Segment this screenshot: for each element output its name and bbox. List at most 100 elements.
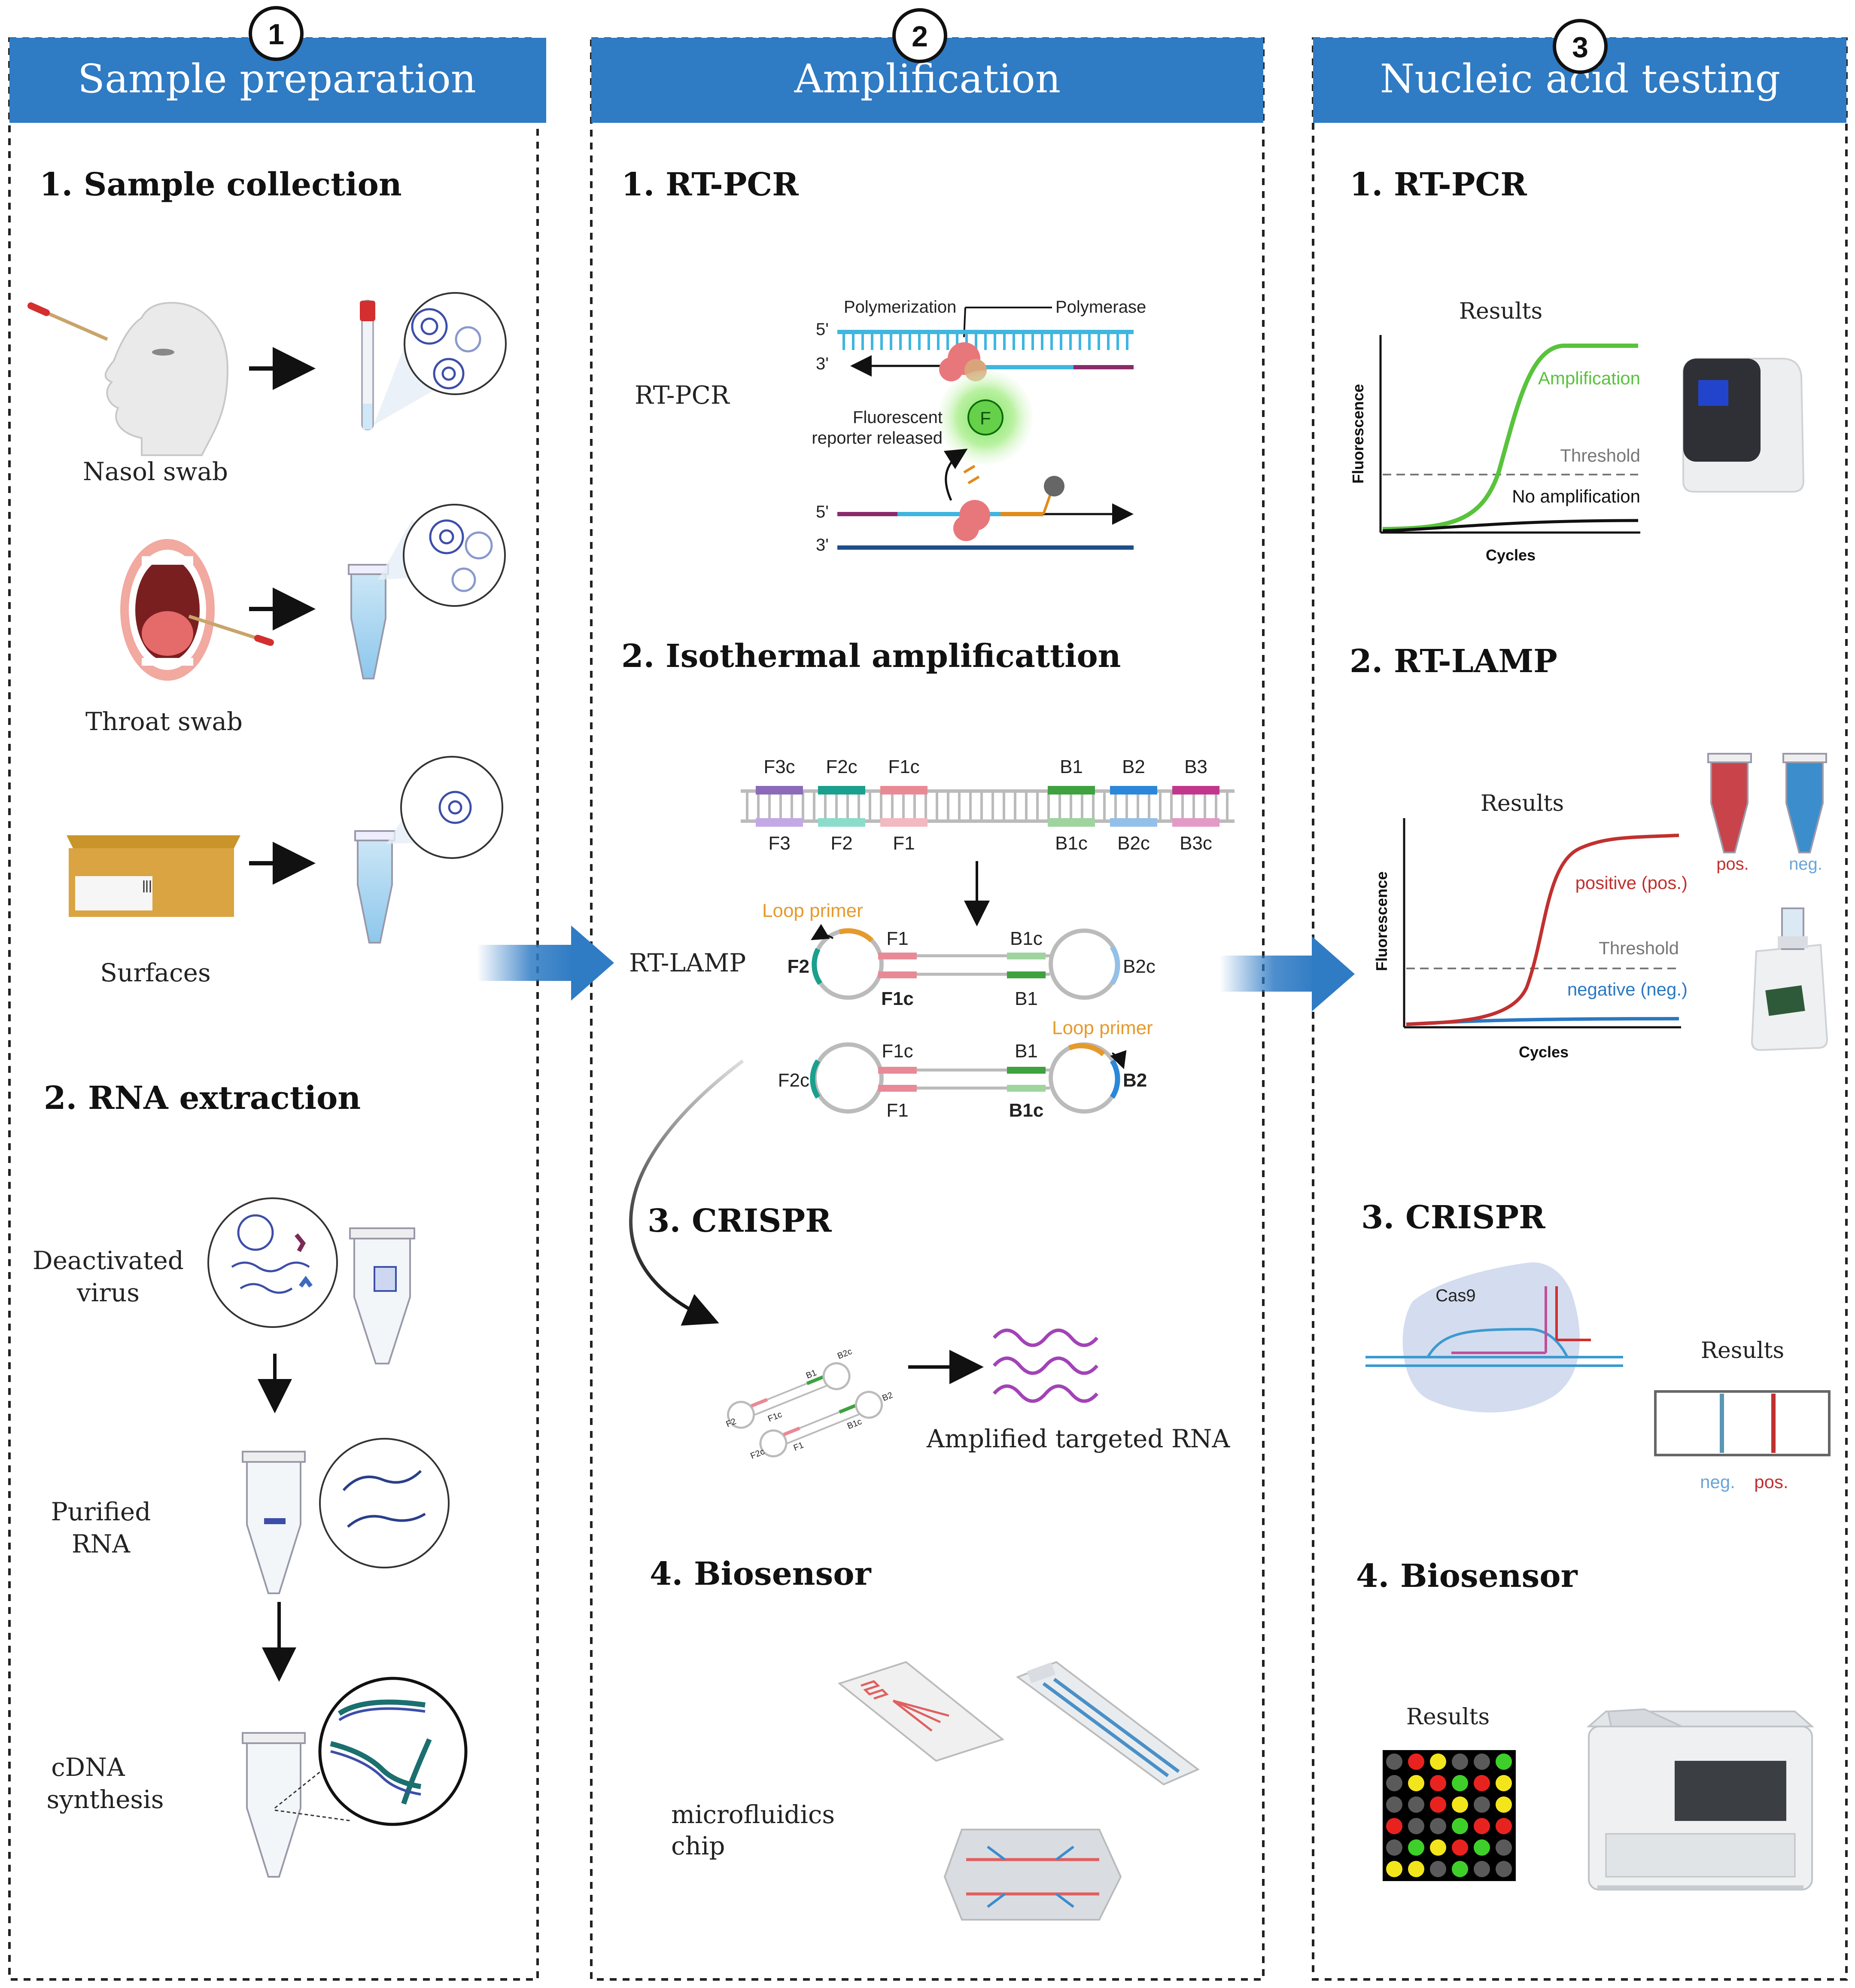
microcentrifuge-tube-icon bbox=[349, 1227, 415, 1364]
cdna-synthesis-illustration: cDNA synthesis bbox=[47, 1677, 468, 1878]
biosensor-spot bbox=[1452, 1754, 1468, 1770]
biosensor-spot bbox=[1430, 1818, 1446, 1834]
svg-text:3: 3 bbox=[1572, 31, 1588, 64]
lamp-top-label: B3 bbox=[1184, 756, 1207, 777]
fluorescent-label-line2: reporter released bbox=[812, 429, 943, 448]
crispr-mini-label: B2c bbox=[836, 1347, 853, 1361]
lamp-dumbbell-2: Loop primer F2c F1c F1 B1 B1c B2 bbox=[778, 1017, 1153, 1121]
arrow-panel1-to-2 bbox=[477, 926, 614, 1001]
magnify-circle bbox=[400, 756, 503, 859]
fluorescent-reporter-icon bbox=[967, 399, 1004, 435]
microfluidics-label-line1: microfluidics bbox=[671, 1800, 835, 1829]
lamp-bottom-label: F1 bbox=[893, 833, 915, 854]
biosensor-spot bbox=[1496, 1796, 1512, 1813]
purified-rna-label-line1: Purified bbox=[51, 1497, 151, 1526]
magnify-circle bbox=[319, 1438, 450, 1568]
lamp-loop-label: B1c bbox=[1010, 928, 1043, 949]
section-rna-extraction: 2. RNA extraction bbox=[44, 1080, 361, 1117]
biosensor-spot bbox=[1452, 1775, 1468, 1791]
virus-icon bbox=[438, 791, 472, 824]
surfaces-label: Surfaces bbox=[100, 958, 210, 987]
biosensor-results-title: Results bbox=[1406, 1704, 1490, 1730]
biosensor-spot bbox=[1386, 1839, 1402, 1856]
nasal-swab-illustration: Nasol swab bbox=[27, 292, 507, 486]
magnify-circle bbox=[207, 1197, 338, 1328]
step-number-3: 3 bbox=[1553, 19, 1608, 74]
section-sample-collection: 1. Sample collection bbox=[40, 166, 402, 203]
five-prime-label-2: 5' bbox=[816, 502, 829, 521]
purified-rna-label-line2: RNA bbox=[72, 1529, 131, 1559]
curved-arrow-icon bbox=[629, 1059, 744, 1326]
three-prime-label: 3' bbox=[816, 354, 829, 373]
crispr-mini-label: B2 bbox=[881, 1391, 894, 1403]
polymerase-icon bbox=[953, 500, 990, 541]
crispr-mini-label: F1 bbox=[792, 1440, 805, 1453]
polymerase-label: Polymerase bbox=[1055, 298, 1146, 317]
microfluidics-label-line2: chip bbox=[671, 1831, 725, 1860]
rtlamp-results-chart: Results Fluorescence Cycles positive (po… bbox=[1373, 791, 1688, 1061]
biosensor-spot bbox=[1452, 1818, 1468, 1834]
strip-neg-label: neg. bbox=[1700, 1472, 1735, 1492]
polymerase-icon bbox=[939, 342, 987, 381]
lamp-loop-label: F1 bbox=[886, 1100, 908, 1121]
pos-tube-label: pos. bbox=[1716, 855, 1749, 874]
swab-icon bbox=[27, 302, 108, 341]
swab-icon bbox=[188, 615, 274, 646]
deactivated-virus-label-line2: virus bbox=[76, 1278, 140, 1307]
negative-label: negative (neg.) bbox=[1567, 979, 1688, 999]
lamp-loop-label: B1c bbox=[1009, 1100, 1044, 1121]
fluorescent-label-line1: Fluorescent bbox=[853, 408, 943, 427]
cdna-label-line1: cDNA bbox=[51, 1753, 125, 1782]
lamp-loop-label: F2 bbox=[788, 956, 809, 977]
biosensor-spot bbox=[1408, 1754, 1424, 1770]
lamp-bottom-label: F3 bbox=[768, 833, 790, 854]
lamp-bottom-label: F2 bbox=[830, 833, 852, 854]
positive-label: positive (pos.) bbox=[1575, 873, 1688, 893]
swab-tube-icon bbox=[360, 300, 375, 430]
polymerization-label: Polymerization bbox=[844, 298, 956, 317]
deactivated-virus-label-line1: Deactivated bbox=[33, 1246, 184, 1275]
microcentrifuge-tube-icon bbox=[348, 564, 389, 679]
throat-swab-illustration: Throat swab bbox=[85, 504, 506, 736]
section-crispr-amp: 3. CRISPR bbox=[648, 1203, 832, 1239]
crispr-mini-dumbbells: F1c B1 B2c F2 B2 B1c F2c F1 bbox=[725, 1347, 894, 1461]
biosensor-spot bbox=[1386, 1754, 1402, 1770]
threshold-label: Threshold bbox=[1599, 938, 1679, 958]
lamp-bottom-label: B2c bbox=[1117, 833, 1150, 854]
biosensor-spot bbox=[1496, 1839, 1512, 1856]
amplification-curve bbox=[1382, 344, 1638, 531]
lamp-loop-label: F1 bbox=[886, 928, 908, 949]
microfluidic-chip-icon bbox=[837, 1661, 1005, 1762]
lamp-top-label: F3c bbox=[763, 756, 795, 777]
lamp-loop-label: F2c bbox=[778, 1070, 809, 1091]
three-prime-label-2: 3' bbox=[816, 536, 829, 554]
x-axis-label: Cycles bbox=[1519, 1043, 1569, 1061]
magnify-circle bbox=[404, 292, 507, 395]
lamp-loop-label: F1c bbox=[882, 1041, 913, 1062]
section-isothermal: 2. Isothermal amplificattion bbox=[621, 638, 1121, 675]
lamp-loop-label: B2c bbox=[1123, 956, 1156, 977]
lamp-top-label: F2c bbox=[826, 756, 857, 777]
cdna-label-line2: synthesis bbox=[47, 1785, 164, 1814]
biosensor-spot bbox=[1452, 1839, 1468, 1856]
microfluidic-chip-icon-2 bbox=[943, 1829, 1122, 1921]
crispr-mini-label: F1c bbox=[766, 1410, 783, 1424]
threshold-label: Threshold bbox=[1560, 445, 1640, 466]
section-rtlamp-test: 2. RT-LAMP bbox=[1350, 643, 1557, 680]
biosensor-spot bbox=[1474, 1839, 1490, 1856]
cas9-label: Cas9 bbox=[1435, 1286, 1475, 1305]
biosensor-spot bbox=[1496, 1818, 1512, 1834]
loop-primer-label: Loop primer bbox=[762, 900, 863, 921]
virus-icon bbox=[411, 308, 481, 390]
magnify-circle bbox=[403, 504, 506, 607]
rtpcr-mechanism: Polymerization Polymerase 5' 3' F Fluore… bbox=[812, 298, 1146, 554]
loop-primer-label-2: Loop primer bbox=[1052, 1017, 1153, 1038]
lamp-target-sequence: F3c F2c F1c B1 B2 B3 F3 F2 F1 B1c B2c B3… bbox=[741, 756, 1235, 854]
positive-curve bbox=[1406, 834, 1679, 1026]
biosensor-array bbox=[1383, 1750, 1516, 1881]
x-axis-label: Cycles bbox=[1486, 546, 1536, 564]
section-biosensor-test: 4. Biosensor bbox=[1356, 1558, 1578, 1595]
no-amplification-label: No amplification bbox=[1512, 486, 1640, 506]
biosensor-spot bbox=[1474, 1775, 1490, 1791]
